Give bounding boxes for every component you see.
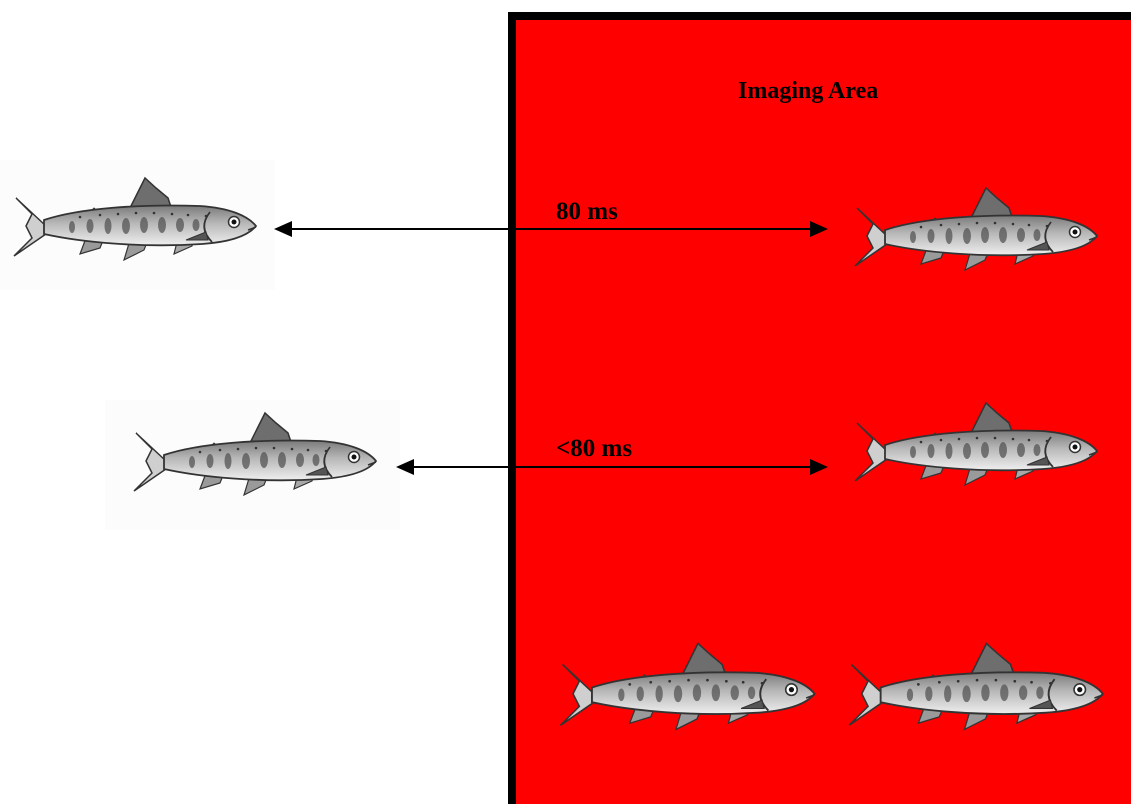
arrow-under-80ms: [396, 459, 828, 475]
interval-label-under-80ms: <80 ms: [556, 435, 633, 462]
arrow-80ms: [274, 221, 828, 237]
arrowhead-right-icon: [810, 459, 828, 475]
interval-label-80ms: 80 ms: [556, 198, 618, 225]
arrowhead-right-icon: [810, 221, 828, 237]
arrowhead-left-icon: [274, 221, 292, 237]
imaging-area-title: Imaging Area: [738, 78, 879, 104]
arrowhead-left-icon: [396, 459, 414, 475]
